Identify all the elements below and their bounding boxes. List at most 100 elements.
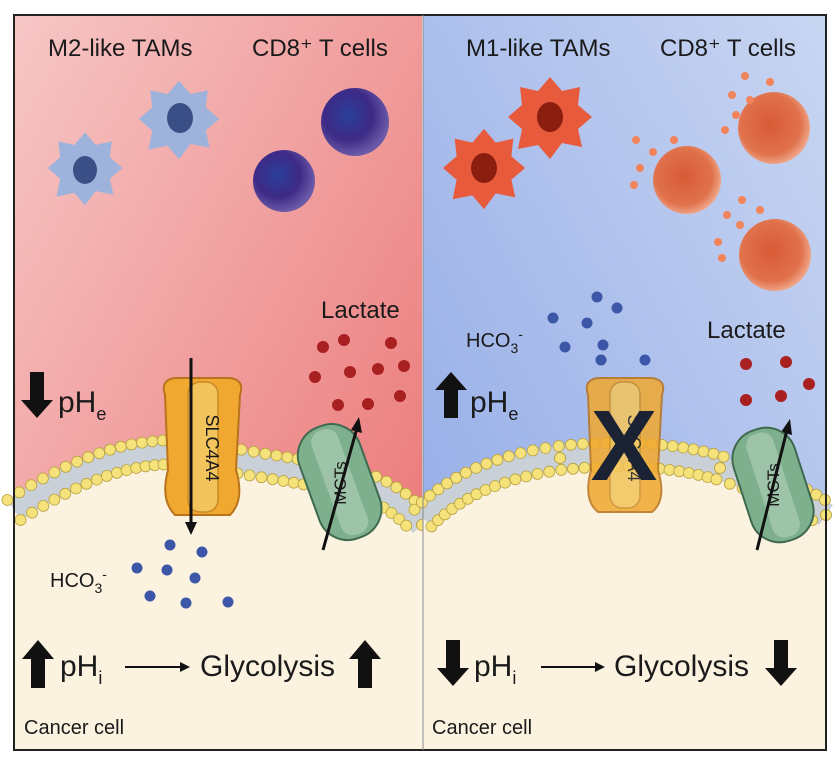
left-ph-i: pHi (60, 650, 102, 688)
svg-text:pHe: pHe (58, 386, 106, 424)
left-hco3-label: HCO3- (50, 566, 107, 596)
down-arrow-icon (765, 640, 797, 686)
lactate-molecules (309, 334, 410, 411)
lipid-head (281, 451, 294, 464)
lipid-head (25, 479, 38, 492)
cd8-t-cell (653, 146, 721, 214)
lipid-head (707, 447, 720, 460)
lipid-head (450, 471, 463, 484)
lipid-head (80, 477, 93, 490)
lipid-head (819, 493, 831, 506)
lipid-head (673, 465, 686, 478)
lipid-head (509, 473, 522, 486)
slc4a4-transporter-blocked: SLC4A4 (585, 377, 665, 513)
left-panel: M2-like TAMs CD8⁺ T cells Lactate pHe HC… (1, 15, 432, 750)
lactate-efflux-arrow (755, 429, 789, 551)
right-arrow-icon (595, 662, 605, 672)
lipid-head (663, 463, 676, 476)
lipid-head (543, 465, 556, 478)
mct-transporter: MCTs (296, 423, 383, 541)
m1-tam (508, 77, 592, 159)
lipid-head (120, 464, 133, 477)
lipid-head (48, 466, 61, 479)
lipid-head (683, 467, 695, 479)
lipid-head (714, 462, 726, 474)
lipid-head (441, 477, 453, 490)
lipid-head (415, 496, 428, 509)
slc4a4-transporter: SLC4A4 (162, 377, 243, 516)
lactate-molecules (740, 356, 815, 406)
m1-tam (442, 128, 526, 210)
lipid-head (526, 444, 539, 457)
bicarbonate-molecules (131, 539, 234, 609)
lipid-head (514, 447, 527, 460)
lipid-head (82, 451, 95, 464)
lipid-head (380, 475, 393, 488)
lipid-head (687, 443, 700, 456)
left-ph-e: pHe (21, 372, 106, 424)
lipid-head (71, 455, 83, 468)
right-tams-label: M1-like TAMs (466, 35, 610, 62)
lipid-head (125, 438, 138, 451)
right-lactate-label: Lactate (707, 317, 786, 344)
lipid-head (37, 499, 50, 512)
bicarbonate-molecules (547, 291, 651, 366)
right-arrow-icon (180, 662, 190, 672)
svg-text:SLC4A4: SLC4A4 (202, 414, 222, 481)
lipid-head (470, 462, 482, 474)
up-arrow-icon (349, 640, 381, 688)
lipid-head (717, 450, 730, 463)
lipid-head (59, 487, 72, 500)
lipid-head (1, 494, 14, 506)
figure-frame (13, 14, 827, 751)
lipid-head (480, 457, 493, 470)
lipid-head (37, 472, 49, 485)
lipid-head (423, 489, 436, 502)
lipid-head (14, 514, 27, 526)
lipid-head (520, 470, 533, 483)
lipid-head (287, 476, 300, 489)
left-tams-label: M2-like TAMs (48, 35, 192, 62)
lipid-head (111, 466, 123, 479)
right-cytoplasm (423, 454, 826, 750)
right-tcells-label: CD8⁺ T cells (660, 35, 796, 62)
m2-tam (138, 80, 220, 160)
lipid-head (101, 469, 113, 482)
lipid-head (408, 503, 421, 516)
lipid-head (723, 477, 736, 490)
lipid-head (26, 506, 38, 519)
blocked-x-mark: X (591, 390, 658, 502)
up-arrow-icon (22, 640, 54, 688)
m2-tam (47, 132, 123, 206)
left-cancer-cell-label: Cancer cell (24, 717, 124, 739)
right-ph-e: pHe (435, 372, 518, 424)
up-arrow-icon (435, 372, 467, 418)
right-ph-i: pHi (474, 650, 516, 688)
left-tcells-label: CD8⁺ T cells (252, 35, 388, 62)
cd8-t-cell (253, 150, 315, 212)
lipid-head (554, 452, 566, 464)
lipid-head (666, 440, 679, 453)
right-panel: M1-like TAMs CD8⁺ T cells HCO3- Lactate … (408, 15, 833, 750)
cd8-t-cell (738, 92, 810, 164)
left-lactate-label: Lactate (321, 297, 400, 324)
lipid-head (247, 445, 260, 458)
lipid-head (697, 445, 710, 458)
right-glycolysis-label: Glycolysis (614, 650, 749, 683)
left-glycolysis-label: Glycolysis (200, 650, 335, 683)
down-arrow-icon (21, 372, 53, 418)
lipid-head (567, 462, 579, 475)
lipid-head (270, 449, 283, 462)
lipid-head (115, 440, 127, 453)
lipid-head (13, 486, 26, 499)
lipid-head (499, 476, 511, 489)
lipid-head (390, 481, 403, 494)
lipid-head (677, 441, 690, 454)
lipid-head (243, 469, 256, 482)
lipid-head (491, 453, 504, 466)
lipid-head (136, 436, 148, 449)
lipid-head (90, 473, 103, 486)
lipid-head (259, 447, 272, 460)
lipid-head (576, 437, 589, 450)
